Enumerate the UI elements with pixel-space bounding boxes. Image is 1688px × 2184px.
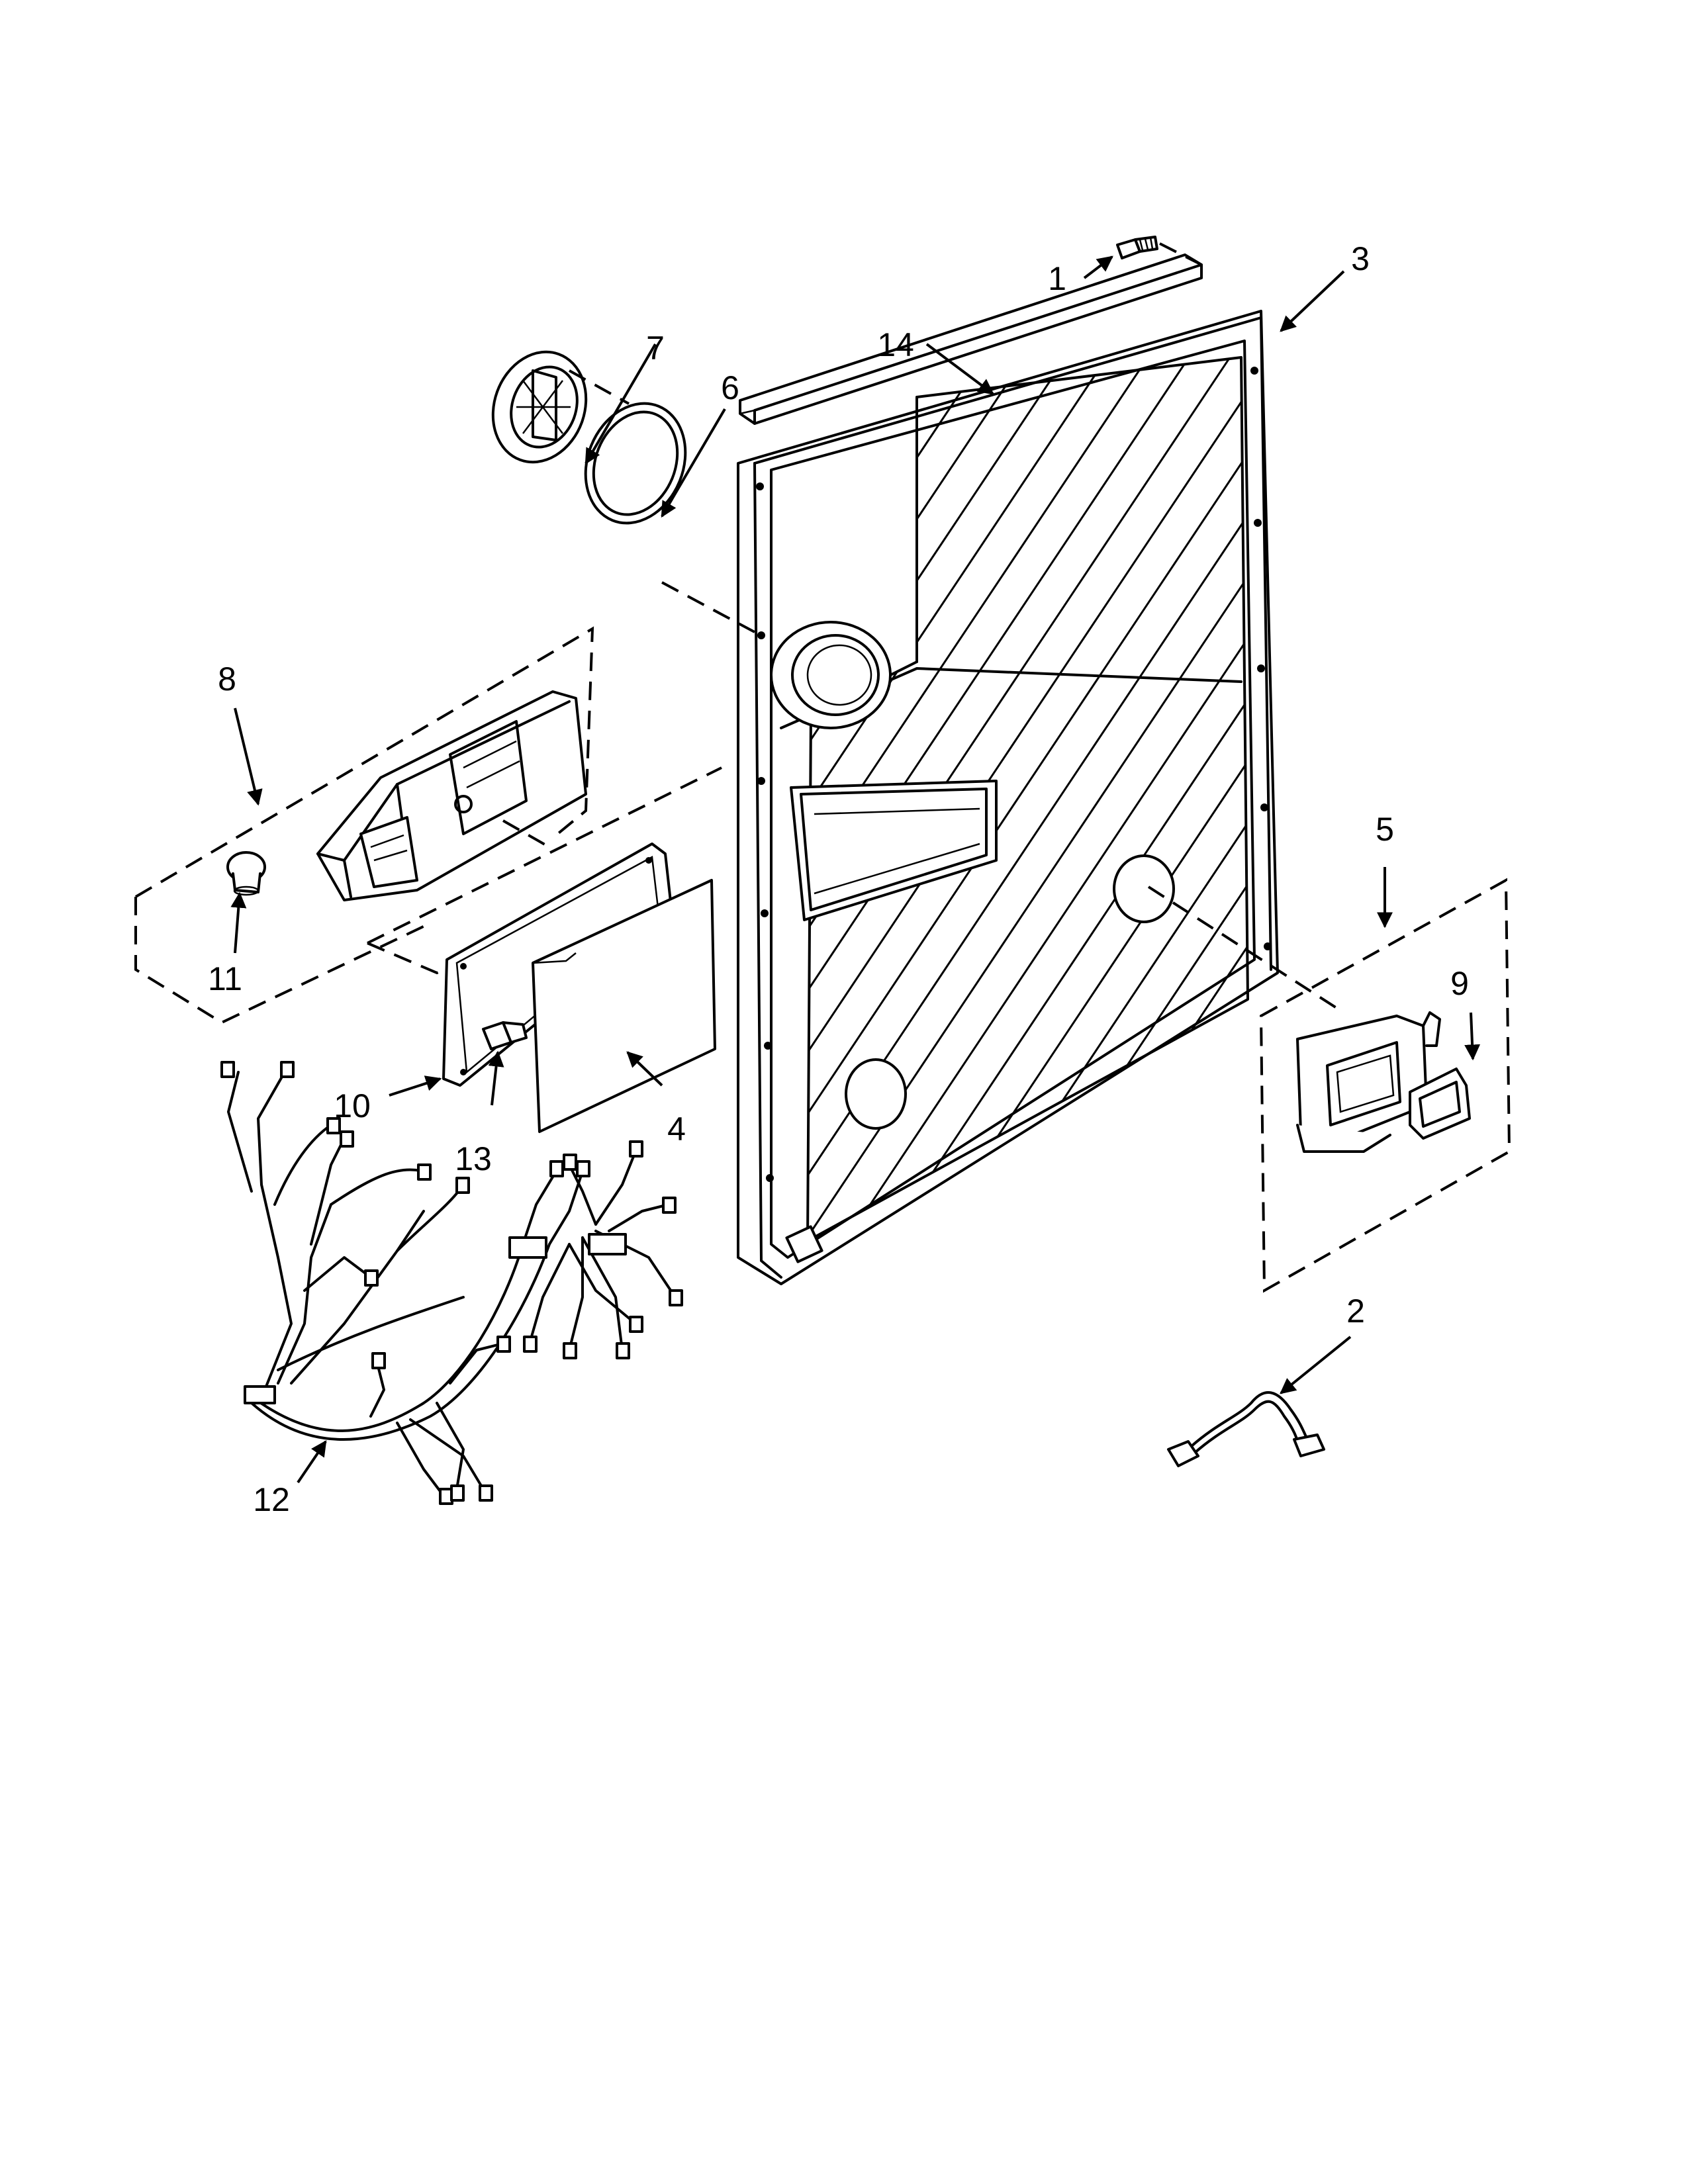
top-trim-strip xyxy=(739,253,1203,425)
callout-3: 3 xyxy=(1351,240,1370,277)
dispenser-knob xyxy=(226,851,266,896)
vent-opening xyxy=(770,621,892,729)
callout-labels: 1 2 3 4 5 6 7 8 9 10 11 12 13 14 xyxy=(208,240,1469,1518)
callout-12: 12 xyxy=(253,1481,290,1518)
screw-13 xyxy=(482,1021,528,1050)
leader-lines xyxy=(230,255,1481,1484)
dispenser-assembly xyxy=(316,690,587,901)
wiring-harness xyxy=(220,1061,683,1505)
callout-14: 14 xyxy=(877,326,914,363)
callout-10: 10 xyxy=(334,1087,371,1124)
callout-9: 9 xyxy=(1450,965,1469,1002)
vent-gasket xyxy=(584,402,687,525)
callout-13: 13 xyxy=(455,1140,492,1177)
callout-4: 4 xyxy=(667,1111,686,1148)
door-cable xyxy=(1167,1391,1325,1467)
latch-box xyxy=(1259,878,1511,1293)
callout-11: 11 xyxy=(208,960,242,997)
callout-2: 2 xyxy=(1346,1293,1365,1330)
callout-6: 6 xyxy=(721,369,739,406)
screw-1 xyxy=(1116,236,1158,259)
callout-5: 5 xyxy=(1376,811,1394,848)
control-board xyxy=(532,879,716,1133)
door-latch xyxy=(1296,1011,1441,1153)
callout-7: 7 xyxy=(646,330,665,367)
vent-cover xyxy=(491,350,588,464)
mounting-holes xyxy=(756,367,1272,1182)
latch-gasket xyxy=(1409,1068,1471,1140)
callout-8: 8 xyxy=(218,660,236,698)
callout-1: 1 xyxy=(1048,260,1066,297)
inner-door-panel xyxy=(737,310,1279,1285)
dispenser-box xyxy=(134,626,594,1024)
